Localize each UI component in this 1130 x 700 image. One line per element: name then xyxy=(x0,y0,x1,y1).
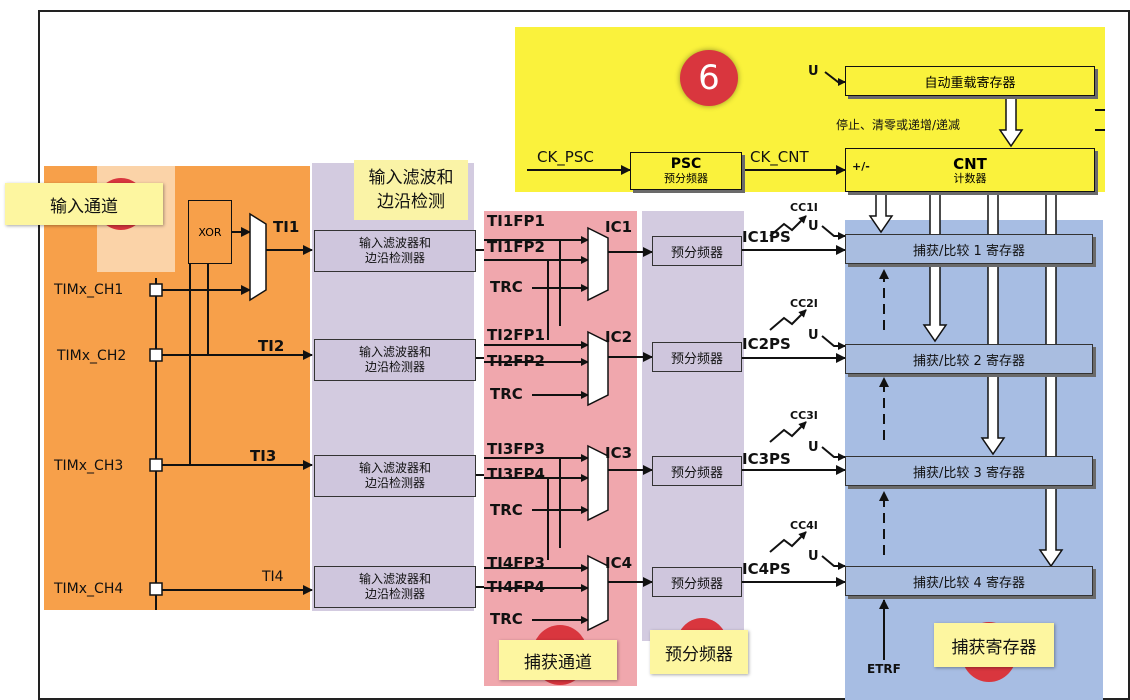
trc-label-2: TRC xyxy=(490,385,523,403)
filter-box-3: 输入滤波器和边沿检测器 xyxy=(314,455,476,497)
cnt-title: CNT xyxy=(953,154,987,173)
fp-label-3b: TI3FP4 xyxy=(487,465,545,483)
capture-compare-register-4: 捕获/比较 4 寄存器 xyxy=(845,566,1093,596)
filter-box-2: 输入滤波器和边沿检测器 xyxy=(314,339,476,381)
cnt-box: CNT 计数器 xyxy=(845,148,1095,192)
cc-flag-1: CC1I xyxy=(790,201,818,214)
fp-label-2a: TI2FP1 xyxy=(487,326,545,344)
note-capture-register: 捕获寄存器 xyxy=(934,623,1054,667)
channel-label-1: TIMx_CH1 xyxy=(54,282,124,298)
icps-label-3: IC3PS xyxy=(742,450,791,468)
note-prescaler: 预分频器 xyxy=(650,630,748,674)
etrf-label: ETRF xyxy=(867,662,901,676)
channel-label-3: TIMx_CH3 xyxy=(54,458,124,474)
filter-box-1: 输入滤波器和边沿检测器 xyxy=(314,230,476,272)
u-label-2: U xyxy=(808,328,819,343)
cc-flag-4: CC4I xyxy=(790,519,818,532)
ti-label-4: TI4 xyxy=(262,569,284,585)
cnt-subtitle: 计数器 xyxy=(953,171,987,185)
u-label-4: U xyxy=(808,549,819,564)
icps-label-2: IC2PS xyxy=(742,335,791,353)
psc-subtitle: 预分频器 xyxy=(664,172,708,185)
plus-minus-label: +/- xyxy=(852,160,870,173)
ti-label-2: TI2 xyxy=(258,337,285,355)
note-capture-channel: 捕获通道 xyxy=(499,640,617,680)
ic-label-4: IC4 xyxy=(605,554,633,572)
u-label-arr: U xyxy=(808,64,819,79)
capture-compare-register-3: 捕获/比较 3 寄存器 xyxy=(845,456,1093,486)
ic-label-3: IC3 xyxy=(605,444,633,462)
note-filter-edge: 输入滤波和 边沿检测 xyxy=(354,160,468,220)
trc-label-3: TRC xyxy=(490,501,523,519)
diagram-frame xyxy=(38,10,1130,700)
prescaler-box-3: 预分频器 xyxy=(652,456,742,486)
prescaler-box-1: 预分频器 xyxy=(652,236,742,266)
prescaler-box-4: 预分频器 xyxy=(652,567,742,597)
capture-compare-register-1: 捕获/比较 1 寄存器 xyxy=(845,234,1093,264)
fp-label-3a: TI3FP3 xyxy=(487,440,545,458)
cc-flag-3: CC3I xyxy=(790,409,818,422)
channel-label-2: TIMx_CH2 xyxy=(57,348,127,364)
u-label-1: U xyxy=(808,219,819,234)
xor-gate: XOR xyxy=(188,200,232,264)
filter-box-4: 输入滤波器和边沿检测器 xyxy=(314,566,476,608)
prescaler-box-2: 预分频器 xyxy=(652,342,742,372)
auto-reload-register: 自动重载寄存器 xyxy=(845,66,1095,96)
icps-label-1: IC1PS xyxy=(742,228,791,246)
ti-label-1: TI1 xyxy=(273,218,300,236)
ck-psc-label: CK_PSC xyxy=(537,148,594,166)
fp-label-1b: TI1FP2 xyxy=(487,238,545,256)
channel-label-4: TIMx_CH4 xyxy=(54,581,124,597)
badge-6: 6 xyxy=(680,50,738,106)
u-label-3: U xyxy=(808,440,819,455)
psc-title: PSC xyxy=(670,156,702,172)
capture-compare-register-2: 捕获/比较 2 寄存器 xyxy=(845,344,1093,374)
fp-label-2b: TI2FP2 xyxy=(487,352,545,370)
ti-label-3: TI3 xyxy=(250,447,277,465)
fp-label-4b: TI4FP4 xyxy=(487,578,545,596)
psc-box: PSC 预分频器 xyxy=(630,152,742,190)
ic-label-2: IC2 xyxy=(605,328,633,346)
fp-label-4a: TI4FP3 xyxy=(487,554,545,572)
icps-label-4: IC4PS xyxy=(742,560,791,578)
ic-label-1: IC1 xyxy=(605,218,633,236)
control-text: 停止、清零或递增/递减 xyxy=(836,118,961,132)
trc-label-1: TRC xyxy=(490,278,523,296)
fp-label-1a: TI1FP1 xyxy=(487,212,545,230)
cc-flag-2: CC2I xyxy=(790,297,818,310)
ck-cnt-label: CK_CNT xyxy=(750,148,809,166)
trc-label-4: TRC xyxy=(490,610,523,628)
note-input-channel: 输入通道 xyxy=(5,183,163,225)
